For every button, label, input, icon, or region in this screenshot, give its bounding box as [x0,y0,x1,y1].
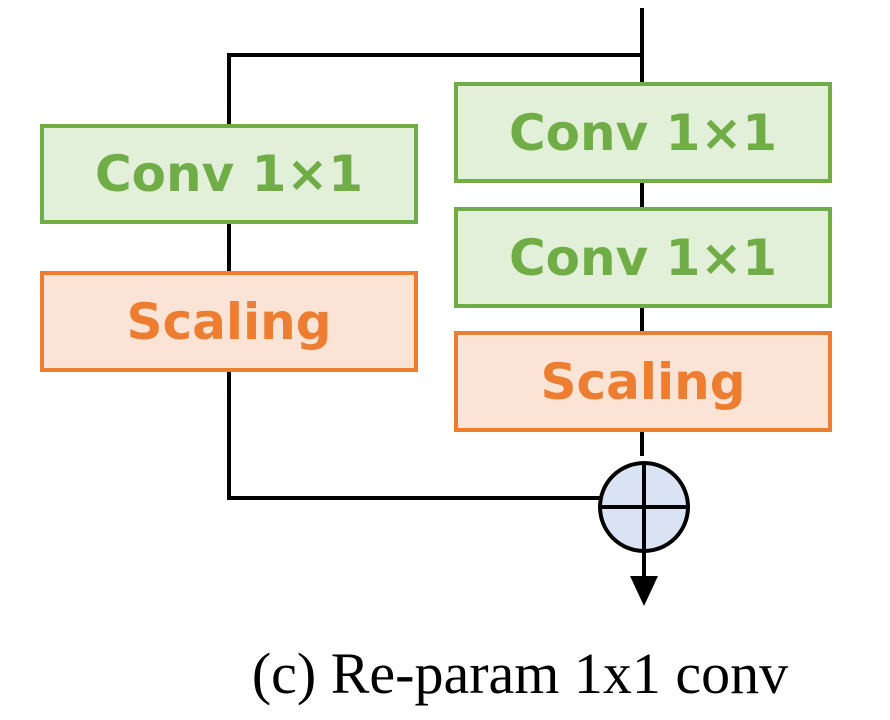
circle-plus-icon [598,461,690,553]
right-scaling-label: Scaling [540,352,746,411]
figure-caption: (c) Re-param 1x1 conv [251,641,789,706]
skip-branch-top-line [227,53,642,124]
left-conv-label: Conv 1×1 [94,145,364,203]
left-conv-block: Conv 1×1 [40,124,418,224]
left-scaling-label: Scaling [126,292,332,351]
right-conv1-label: Conv 1×1 [508,103,778,162]
right-conv2-block: Conv 1×1 [454,207,832,308]
right-conv1-block: Conv 1×1 [454,82,832,183]
left-scaling-block: Scaling [40,271,418,372]
output-arrow-head [630,576,658,606]
left-branch-to-add-line [227,372,600,500]
right-scaling-block: Scaling [454,331,832,432]
right-conv2-label: Conv 1×1 [508,228,778,287]
